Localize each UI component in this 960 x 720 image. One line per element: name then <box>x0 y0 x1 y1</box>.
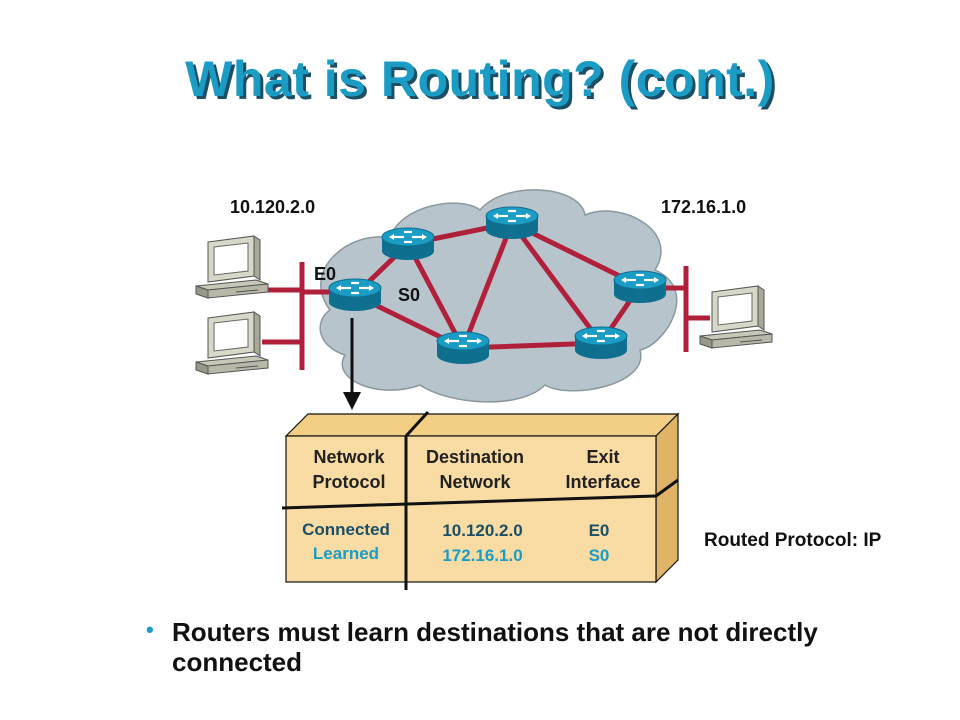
table-cell-destination-1: 10.120.2.0 <box>442 521 523 540</box>
table-cell-exit-1: E0 <box>588 521 610 540</box>
header-exit-interface: Exit Interface <box>565 447 641 492</box>
pc-icon <box>699 285 773 349</box>
header-network-protocol: Network Protocol <box>312 447 386 492</box>
router-icon <box>612 269 668 305</box>
arrow-down-icon <box>343 318 361 410</box>
lan-segment-right <box>664 266 710 352</box>
router-icon <box>484 205 540 241</box>
bullet-text: Routers must learn destinations that are… <box>172 617 818 677</box>
routed-protocol-label: Routed Protocol: IP <box>704 530 882 551</box>
table-cell-destination-2: 172.16.1.0 <box>442 546 523 565</box>
header-destination-network: Destination Network <box>425 447 524 492</box>
router-icon <box>327 277 383 313</box>
pc-icon <box>195 311 269 375</box>
router-icon <box>435 330 491 366</box>
bullet-icon: • <box>146 617 154 642</box>
interface-label-e0: E0 <box>314 264 337 284</box>
interface-label-s0: S0 <box>398 285 421 305</box>
router-icon <box>573 325 629 361</box>
router-icon <box>380 226 436 262</box>
network-label-right: 172.16.1.0 <box>661 197 747 217</box>
table-cell-protocol-connected: Connected <box>302 520 390 539</box>
routing-table-box <box>281 410 680 590</box>
network-label-left: 10.120.2.0 <box>230 197 316 217</box>
pc-icon <box>195 235 269 299</box>
page-title: What is Routing? (cont.) <box>185 51 775 107</box>
lan-segment-left <box>262 262 330 370</box>
table-cell-protocol-learned: Learned <box>312 544 380 563</box>
table-cell-exit-2: S0 <box>588 546 610 565</box>
